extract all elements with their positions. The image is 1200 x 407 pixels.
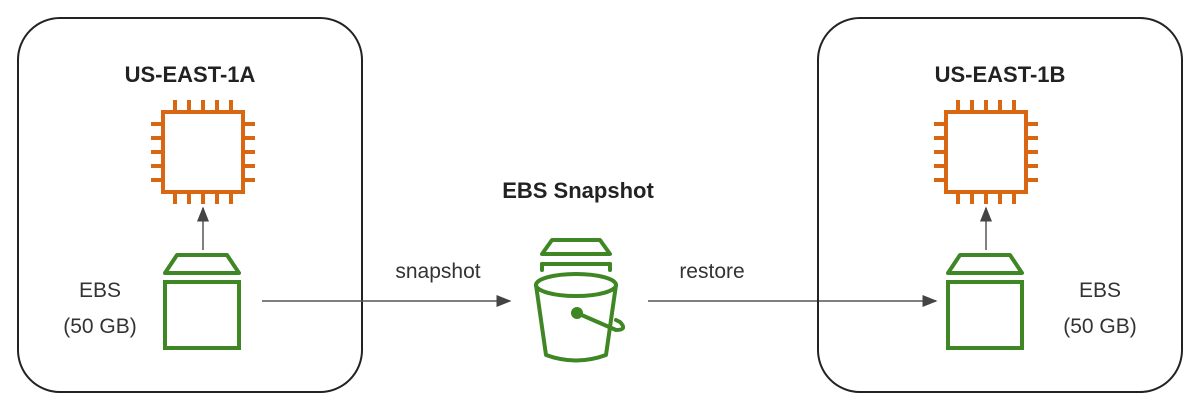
availability-zone-a: US-EAST-1A EBS (50 GB) — [17, 17, 363, 393]
zone-title: US-EAST-1B — [935, 62, 1066, 87]
ec2-instance-icon — [932, 98, 1040, 206]
availability-zone-b: US-EAST-1B EBS (50 GB) — [817, 17, 1183, 393]
ebs-volume-icon — [163, 253, 241, 350]
ebs-snapshot: EBS Snapshot — [502, 178, 654, 363]
restore-arrow-label: restore — [679, 260, 744, 283]
s3-bucket-icon — [534, 238, 626, 363]
ec2-instance-icon — [149, 98, 257, 206]
volume-label: EBS — [79, 279, 121, 302]
ebs-volume-icon — [946, 253, 1024, 350]
volume-size: (50 GB) — [63, 315, 137, 338]
zone-title: US-EAST-1A — [125, 62, 256, 87]
volume-size: (50 GB) — [1063, 315, 1137, 338]
volume-label: EBS — [1079, 279, 1121, 302]
snapshot-title: EBS Snapshot — [502, 178, 654, 203]
snapshot-arrow-label: snapshot — [395, 260, 480, 283]
